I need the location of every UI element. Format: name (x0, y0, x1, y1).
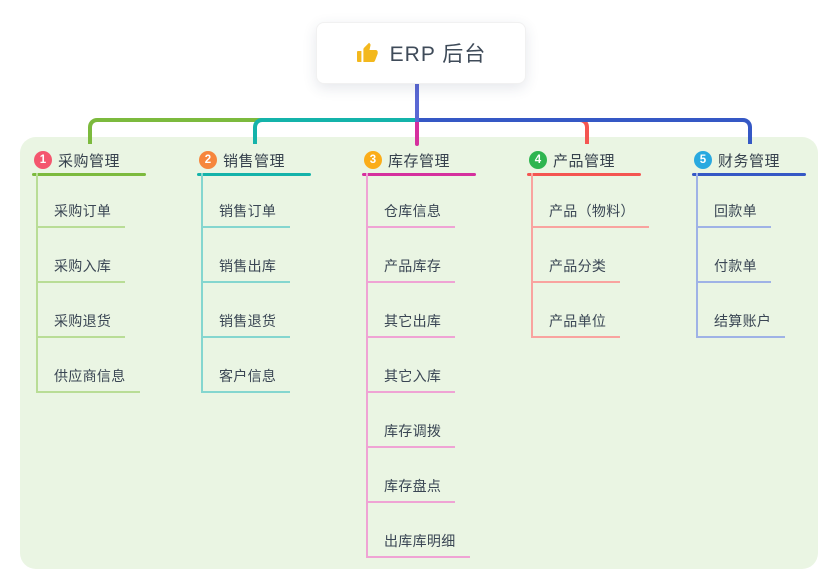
branch-underline (362, 173, 476, 176)
items-connector-line (531, 173, 533, 338)
root-connector (415, 83, 419, 122)
thumbs-up-icon (356, 42, 378, 62)
items-connector-line (366, 173, 368, 558)
branch-items-product: 产品（物料） 产品分类 产品单位 (531, 173, 649, 338)
branch-underline (527, 173, 641, 176)
connector-finance (417, 118, 752, 144)
item-node: 产品库存 (366, 228, 456, 283)
item-node: 仓库信息 (366, 173, 456, 228)
item-node: 采购入库 (36, 228, 126, 283)
items-connector-line (201, 173, 203, 393)
item-node: 结算账户 (696, 283, 786, 338)
connector-purchase (88, 118, 419, 144)
branches-background-panel (20, 137, 818, 569)
item-node: 采购退货 (36, 283, 126, 338)
item-node: 产品（物料） (531, 173, 649, 228)
branch-number-badge: 3 (364, 151, 382, 169)
branch-number-badge: 1 (34, 151, 52, 169)
branch-title: 采购管理 (58, 152, 121, 170)
branch-underline (692, 173, 806, 176)
item-node: 采购订单 (36, 173, 126, 228)
branch-items-purchase: 采购订单 采购入库 采购退货 供应商信息 (36, 173, 140, 393)
item-node: 付款单 (696, 228, 771, 283)
item-node: 销售退货 (201, 283, 291, 338)
root-label: ERP 后台 (389, 43, 487, 66)
item-node: 客户信息 (201, 338, 291, 393)
item-node: 其它出库 (366, 283, 456, 338)
item-node: 库存调拨 (366, 393, 456, 448)
items-connector-line (36, 173, 38, 393)
item-node: 产品分类 (531, 228, 621, 283)
branch-header-inventory: 3 库存管理 (362, 150, 476, 176)
branch-header-product: 4 产品管理 (527, 150, 641, 176)
item-node: 产品单位 (531, 283, 621, 338)
root-node: ERP 后台 (316, 22, 526, 84)
branch-title: 财务管理 (718, 152, 781, 170)
branch-items-finance: 回款单 付款单 结算账户 (696, 173, 786, 338)
branch-number-badge: 4 (529, 151, 547, 169)
item-node: 库存盘点 (366, 448, 456, 503)
item-node: 供应商信息 (36, 338, 140, 393)
branch-header-finance: 5 财务管理 (692, 150, 806, 176)
branch-underline (32, 173, 146, 176)
item-node: 其它入库 (366, 338, 456, 393)
items-connector-line (696, 173, 698, 338)
item-node: 销售订单 (201, 173, 291, 228)
item-node: 回款单 (696, 173, 771, 228)
branch-underline (197, 173, 311, 176)
branch-number-badge: 2 (199, 151, 217, 169)
branch-items-inventory: 仓库信息 产品库存 其它出库 其它入库 库存调拨 库存盘点 出库库明细 (366, 173, 470, 558)
branch-title: 库存管理 (388, 152, 451, 170)
branch-items-sales: 销售订单 销售出库 销售退货 客户信息 (201, 173, 291, 393)
branch-header-sales: 2 销售管理 (197, 150, 311, 176)
item-node: 出库库明细 (366, 503, 470, 558)
branch-title: 销售管理 (223, 152, 286, 170)
branch-header-purchase: 1 采购管理 (32, 150, 146, 176)
branch-title: 产品管理 (553, 152, 616, 170)
branch-number-badge: 5 (694, 151, 712, 169)
connector-sales (253, 118, 419, 144)
item-node: 销售出库 (201, 228, 291, 283)
connector-inventory (415, 122, 419, 146)
